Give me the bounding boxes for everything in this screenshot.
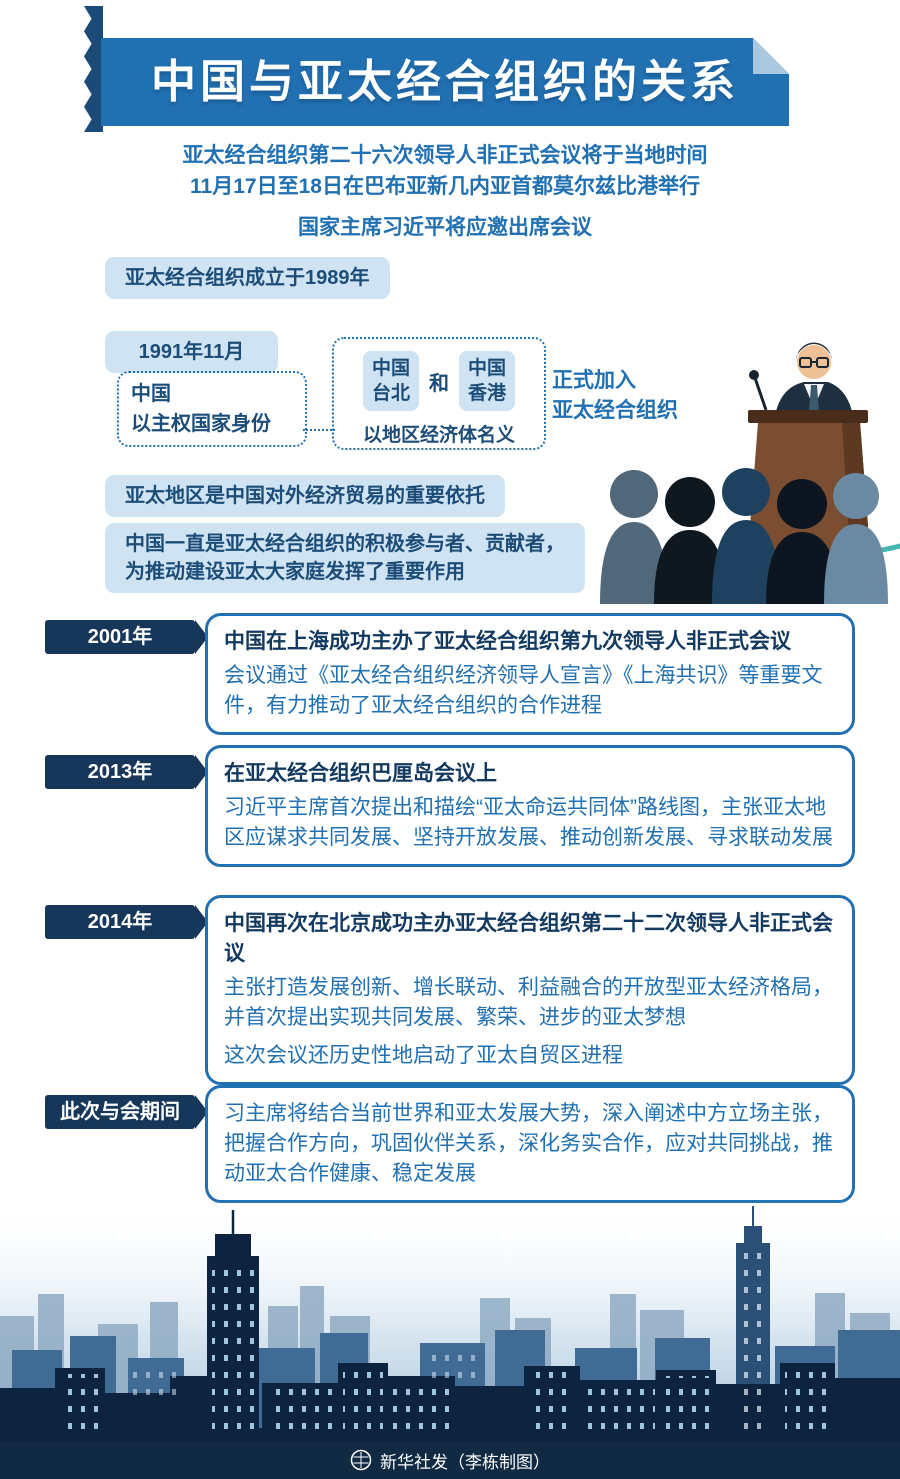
- timeline-box-2001: 中国在上海成功主办了亚太经合组织第九次领导人非正式会议 会议通过《亚太经合组织经…: [205, 613, 855, 735]
- skyline-windows: [60, 1250, 830, 1434]
- xinhua-emblem-icon: [350, 1449, 372, 1471]
- intro-text: 亚太经合组织第二十六次领导人非正式会议将于当地时间 11月17日至18日在巴布亚…: [100, 140, 790, 243]
- timeline-title: 中国在上海成功主办了亚太经合组织第九次领导人非正式会议: [224, 630, 791, 653]
- timeline-label-2013: 2013年: [45, 755, 208, 789]
- economy-chips: 中国台北 和 中国香港: [363, 351, 515, 411]
- timeline-box-meeting: 习主席将结合当前世界和亚太发展大势，深入阐述中方立场主张，把握合作方向，巩固伙伴…: [205, 1085, 855, 1203]
- chip-chinese-taipei: 中国台北: [363, 351, 419, 411]
- timeline-paragraph: 习主席将结合当前世界和亚太发展大势，深入阐述中方立场主张，把握合作方向，巩固伙伴…: [224, 1102, 833, 1185]
- chip-hong-kong-china: 中国香港: [459, 351, 515, 411]
- city-skyline: [0, 1198, 900, 1443]
- intro-line-3: 国家主席习近平将应邀出席会议: [298, 216, 592, 239]
- timeline-label-meeting: 此次与会期间: [45, 1095, 208, 1129]
- regional-economies-box: 中国台北 和 中国香港 以地区经济体名义: [332, 337, 546, 450]
- membership-date: 1991年11月: [105, 331, 278, 373]
- regional-caption: 以地区经济体名义: [362, 425, 515, 446]
- credit-bar: 新华社发（李栋制图）: [0, 1441, 900, 1479]
- founding-note: 亚太经合组织成立于1989年: [105, 257, 390, 299]
- timeline-title: 中国再次在北京成功主办亚太经合组织第二十二次领导人非正式会议: [224, 912, 833, 965]
- timeline-title: 在亚太经合组织巴厘岛会议上: [224, 762, 497, 785]
- ribbon-strip: [84, 6, 103, 132]
- title-banner: 中国与亚太经合组织的关系: [101, 38, 789, 126]
- timeline-label-2001: 2001年: [45, 620, 208, 654]
- timeline-paragraph: 这次会议还历史性地启动了亚太自贸区进程: [224, 1044, 623, 1067]
- page-fold-corner: [753, 38, 789, 74]
- speaker-podium-illustration: [600, 342, 900, 604]
- audience-silhouettes: [600, 468, 888, 604]
- timeline-box-2014: 中国再次在北京成功主办亚太经合组织第二十二次领导人非正式会议 主张打造发展创新、…: [205, 895, 855, 1085]
- timeline-paragraph: 习近平主席首次提出和描绘“亚太命运共同体”路线图，主张亚太地区应谋求共同发展、坚…: [224, 796, 833, 849]
- dotted-connector: [303, 429, 335, 431]
- timeline-paragraph: 会议通过《亚太经合组织经济领导人宣言》《上海共识》等重要文件，有力推动了亚太经合…: [224, 664, 823, 717]
- intro-line-2: 11月17日至18日在巴布亚新几内亚首都莫尔兹比港举行: [190, 175, 700, 198]
- credit-text: 新华社发（李栋制图）: [380, 1452, 550, 1472]
- and-label: 和: [429, 372, 449, 395]
- statement-2: 中国一直是亚太经合组织的积极参与者、贡献者， 为推动建设亚太大家庭发挥了重要作用: [105, 523, 585, 593]
- intro-line-1: 亚太经合组织第二十六次领导人非正式会议将于当地时间: [182, 144, 708, 167]
- statement-1: 亚太地区是中国对外经济贸易的重要依托: [105, 475, 505, 517]
- sovereign-identity-box: 中国 以主权国家身份: [117, 371, 307, 447]
- timeline-paragraph: 主张打造发展创新、增长联动、利益融合的开放型亚太经济格局，并首次提出实现共同发展…: [224, 976, 833, 1029]
- join-result-text: 正式加入 亚太经合组织: [552, 369, 678, 422]
- page-title: 中国与亚太经合组织的关系: [150, 56, 739, 107]
- timeline-box-2013: 在亚太经合组织巴厘岛会议上 习近平主席首次提出和描绘“亚太命运共同体”路线图，主…: [205, 745, 855, 867]
- timeline-label-2014: 2014年: [45, 905, 208, 939]
